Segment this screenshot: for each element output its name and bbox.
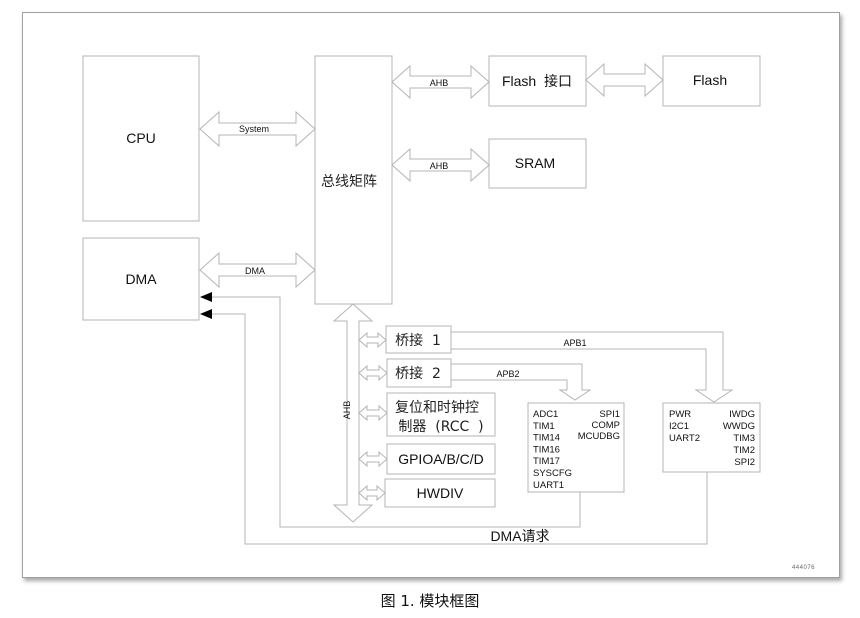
dma-request-arrowhead-1 — [200, 292, 212, 302]
dma-request-line-apb1 — [212, 313, 708, 545]
dma-label: DMA — [125, 271, 157, 287]
apb1-peripheral: IWDG — [729, 409, 755, 420]
dma-request-line-apb2 — [212, 296, 581, 528]
apb1-peripheral: WWDG — [723, 421, 755, 432]
bridge2-block — [386, 358, 452, 388]
apb1-peripheral: I2C1 — [669, 421, 689, 432]
flash-link-arrow — [585, 62, 664, 98]
rcc-ahb-arrow — [358, 404, 388, 422]
apb1-peripherals-block — [662, 402, 761, 473]
system-bus-arrow — [199, 110, 316, 148]
cpu-label: CPU — [126, 130, 156, 146]
bus-matrix-label: 总线矩阵 — [321, 174, 377, 190]
bridge2-label: 桥接 2 — [395, 365, 441, 382]
sram-block — [488, 138, 587, 189]
bridge2-ahb-arrow — [358, 364, 388, 382]
hwdiv-block — [384, 478, 496, 508]
apb2-peripheral: TIM16 — [533, 444, 560, 455]
apb2-bus-label: APB2 — [496, 369, 519, 379]
cpu-block — [82, 55, 200, 222]
ahb-vertical-bus-arrow — [332, 303, 374, 523]
ahb-flash-bus-arrow — [391, 64, 490, 100]
ahb-sram-bus-arrow — [391, 147, 490, 183]
apb2-peripheral: TIM17 — [533, 456, 560, 467]
dma-request-lines — [200, 292, 708, 545]
ahb-sram-bus-label: AHB — [430, 161, 449, 171]
apb1-peripheral: TIM3 — [733, 433, 755, 444]
rcc-label-line1: 复位和时钟控 — [395, 399, 479, 416]
hwdiv-label: HWDIV — [417, 485, 464, 501]
apb1-bus-arrow — [451, 331, 734, 403]
flash-interface-block — [488, 55, 587, 107]
apb2-peripheral: TIM14 — [533, 433, 560, 444]
dma-bus-arrow — [199, 251, 316, 289]
rcc-block — [386, 392, 496, 437]
figure-id: 444076 — [792, 565, 815, 571]
apb1-peripheral: UART2 — [669, 433, 700, 444]
flash-interface-label: Flash 接口 — [502, 73, 572, 89]
apb1-peripheral: PWR — [669, 409, 691, 420]
rcc-label-line2: 制器 (RCC ) — [398, 419, 483, 435]
gpio-block — [386, 443, 496, 475]
hwdiv-ahb-arrow — [358, 484, 386, 502]
apb2-peripheral: UART1 — [533, 480, 564, 491]
apb2-peripherals-block — [527, 402, 625, 493]
figure-caption: 图 1. 模块框图 — [380, 592, 480, 610]
gpio-label: GPIOA/B/C/D — [398, 451, 484, 467]
apb2-peripheral: SPI1 — [599, 409, 620, 420]
apb2-peripheral: MCUDBG — [578, 431, 620, 442]
apb2-peripheral: SYSCFG — [533, 468, 572, 479]
ahb-vertical-bus-label: AHB — [342, 401, 352, 420]
apb2-peripheral: ADC1 — [533, 409, 558, 420]
dma-request-label: DMA请求 — [490, 528, 549, 544]
dma-block — [82, 237, 200, 321]
apb2-bus-arrow — [451, 363, 592, 401]
apb2-peripheral: TIM1 — [533, 421, 555, 432]
apb1-peripheral: SPI2 — [734, 457, 755, 468]
flash-block — [662, 55, 761, 107]
gpio-ahb-arrow — [358, 450, 388, 468]
bridge1-block — [385, 325, 452, 354]
dma-request-arrowhead-2 — [200, 309, 212, 319]
apb-buses — [451, 331, 734, 403]
apb2-peripheral: COMP — [592, 420, 621, 431]
bridge1-ahb-arrow — [358, 331, 387, 349]
flash-label: Flash — [693, 72, 727, 88]
dma-bus-label: DMA — [245, 266, 265, 276]
system-bus-label: System — [239, 124, 269, 134]
sram-label: SRAM — [515, 155, 555, 171]
bridge1-label: 桥接 1 — [395, 332, 441, 349]
ahb-flash-bus-label: AHB — [430, 78, 449, 88]
apb1-peripheral: TIM2 — [733, 445, 755, 456]
apb1-bus-label: APB1 — [563, 338, 586, 348]
bus-matrix-block — [314, 55, 393, 305]
